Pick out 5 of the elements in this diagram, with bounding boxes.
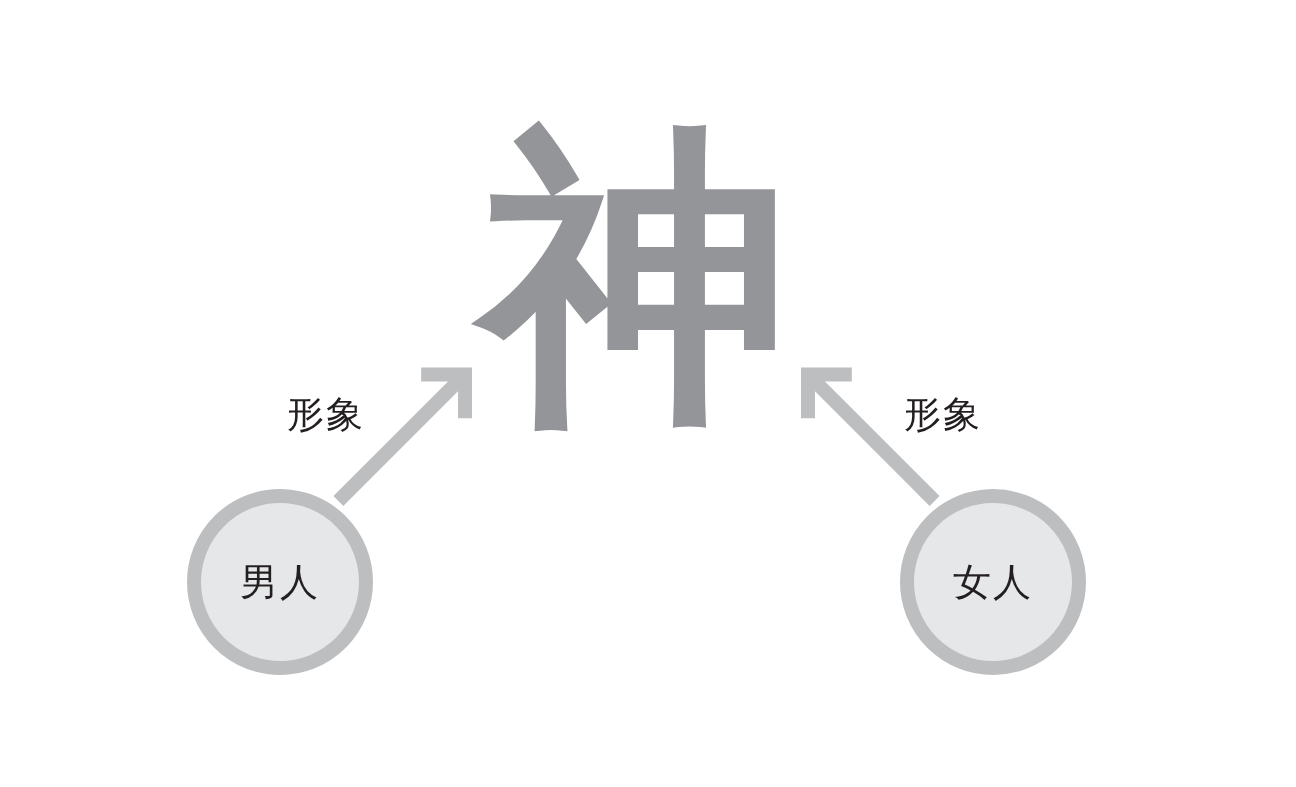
arrow (333, 367, 472, 506)
circle-node: 男人 (187, 489, 373, 675)
arrow (801, 367, 940, 506)
calligraphy-character: 神 (472, 108, 801, 444)
circle-node: 女人 (900, 489, 1086, 675)
